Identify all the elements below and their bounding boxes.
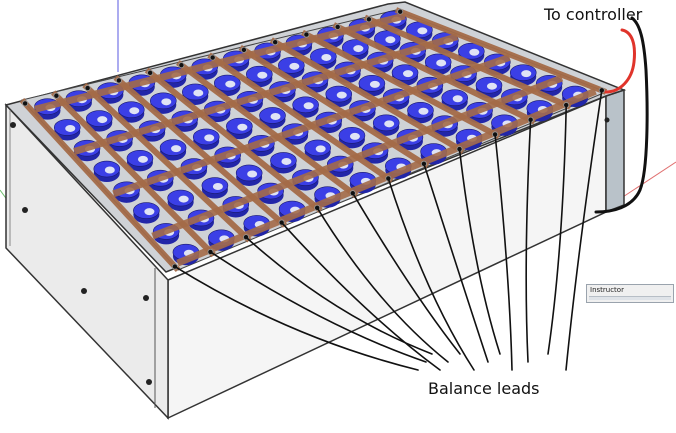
copper-strip-column bbox=[51, 90, 216, 258]
terminal-screw bbox=[240, 46, 247, 53]
copper-strip-column bbox=[394, 7, 608, 95]
instructor-panel[interactable]: Instructor bbox=[586, 284, 674, 303]
copper-strip-column bbox=[207, 52, 394, 184]
to-controller-label: To controller bbox=[544, 5, 643, 24]
battery-cell bbox=[407, 101, 434, 124]
balance-lead bbox=[387, 177, 475, 371]
battery-cell bbox=[117, 101, 145, 123]
battery-cell bbox=[292, 96, 319, 118]
battery-cell bbox=[93, 160, 121, 183]
battery-cell bbox=[85, 110, 113, 132]
balance-lead bbox=[209, 251, 427, 363]
terminal-screw bbox=[303, 31, 310, 38]
copper-strip-column bbox=[301, 29, 501, 140]
battery-cell bbox=[304, 139, 331, 161]
balance-lead bbox=[351, 192, 461, 355]
controller-lead-red bbox=[604, 28, 636, 94]
balance-lead bbox=[494, 133, 513, 371]
balance-lead-wires bbox=[174, 89, 603, 371]
battery-cell bbox=[201, 177, 229, 199]
instructor-panel-scrollbar[interactable] bbox=[589, 296, 671, 300]
terminal-screw bbox=[365, 16, 372, 23]
terminal-screw bbox=[115, 77, 122, 84]
terminal-screw bbox=[84, 85, 91, 92]
balance-lead bbox=[316, 207, 449, 363]
copper-strip-column bbox=[238, 44, 430, 169]
terminal-screw bbox=[272, 39, 279, 46]
battery-cell bbox=[226, 117, 253, 140]
terminal-screw bbox=[397, 8, 404, 15]
copper-strip-column bbox=[144, 67, 323, 213]
battery-cell bbox=[126, 150, 154, 172]
battery-cell bbox=[475, 76, 503, 99]
battery-cell bbox=[338, 127, 366, 149]
copper-strip-column bbox=[269, 37, 465, 154]
battery-cell bbox=[310, 48, 337, 70]
battery-cell bbox=[133, 202, 160, 224]
balance-lead bbox=[280, 221, 441, 371]
terminal-screw bbox=[53, 92, 60, 99]
copper-strip-column bbox=[113, 75, 287, 228]
balance-lead bbox=[565, 89, 603, 371]
side-screws bbox=[10, 117, 610, 385]
battery-cell bbox=[270, 152, 297, 174]
battery-cell bbox=[278, 57, 305, 79]
terminal-screw bbox=[209, 54, 216, 61]
battery-cell bbox=[235, 164, 263, 186]
balance-lead bbox=[423, 162, 489, 363]
copper-strip-column bbox=[363, 14, 572, 110]
battery-cell bbox=[372, 114, 400, 136]
battery-cell bbox=[441, 89, 469, 111]
terminal-screw bbox=[334, 23, 341, 30]
terminal-screw bbox=[178, 62, 185, 69]
copper-strip-column bbox=[176, 60, 359, 199]
copper-strip-column bbox=[82, 82, 252, 243]
copper-strip-column bbox=[332, 22, 536, 125]
copper-strip-column bbox=[19, 97, 181, 273]
terminal-screw bbox=[22, 100, 29, 107]
battery-cell bbox=[192, 128, 220, 150]
instructor-panel-title: Instructor bbox=[590, 286, 624, 294]
battery-cell bbox=[246, 65, 273, 88]
balance-leads-label: Balance leads bbox=[428, 379, 540, 398]
pack-right-end bbox=[605, 88, 625, 214]
balance-lead bbox=[245, 236, 433, 355]
battery-cell bbox=[259, 107, 286, 129]
controller-lead-black bbox=[594, 16, 649, 214]
balance-lead bbox=[174, 265, 419, 371]
terminal-screw bbox=[147, 69, 154, 76]
pack-left-face bbox=[5, 103, 169, 420]
balance-lead bbox=[547, 104, 568, 355]
battery-cell bbox=[149, 92, 177, 114]
cell-array bbox=[19, 7, 608, 273]
battery-cell bbox=[53, 119, 81, 141]
balance-lead bbox=[458, 148, 501, 355]
battery-cell bbox=[159, 139, 187, 161]
balance-lead bbox=[525, 118, 532, 363]
battery-cell bbox=[167, 189, 194, 212]
